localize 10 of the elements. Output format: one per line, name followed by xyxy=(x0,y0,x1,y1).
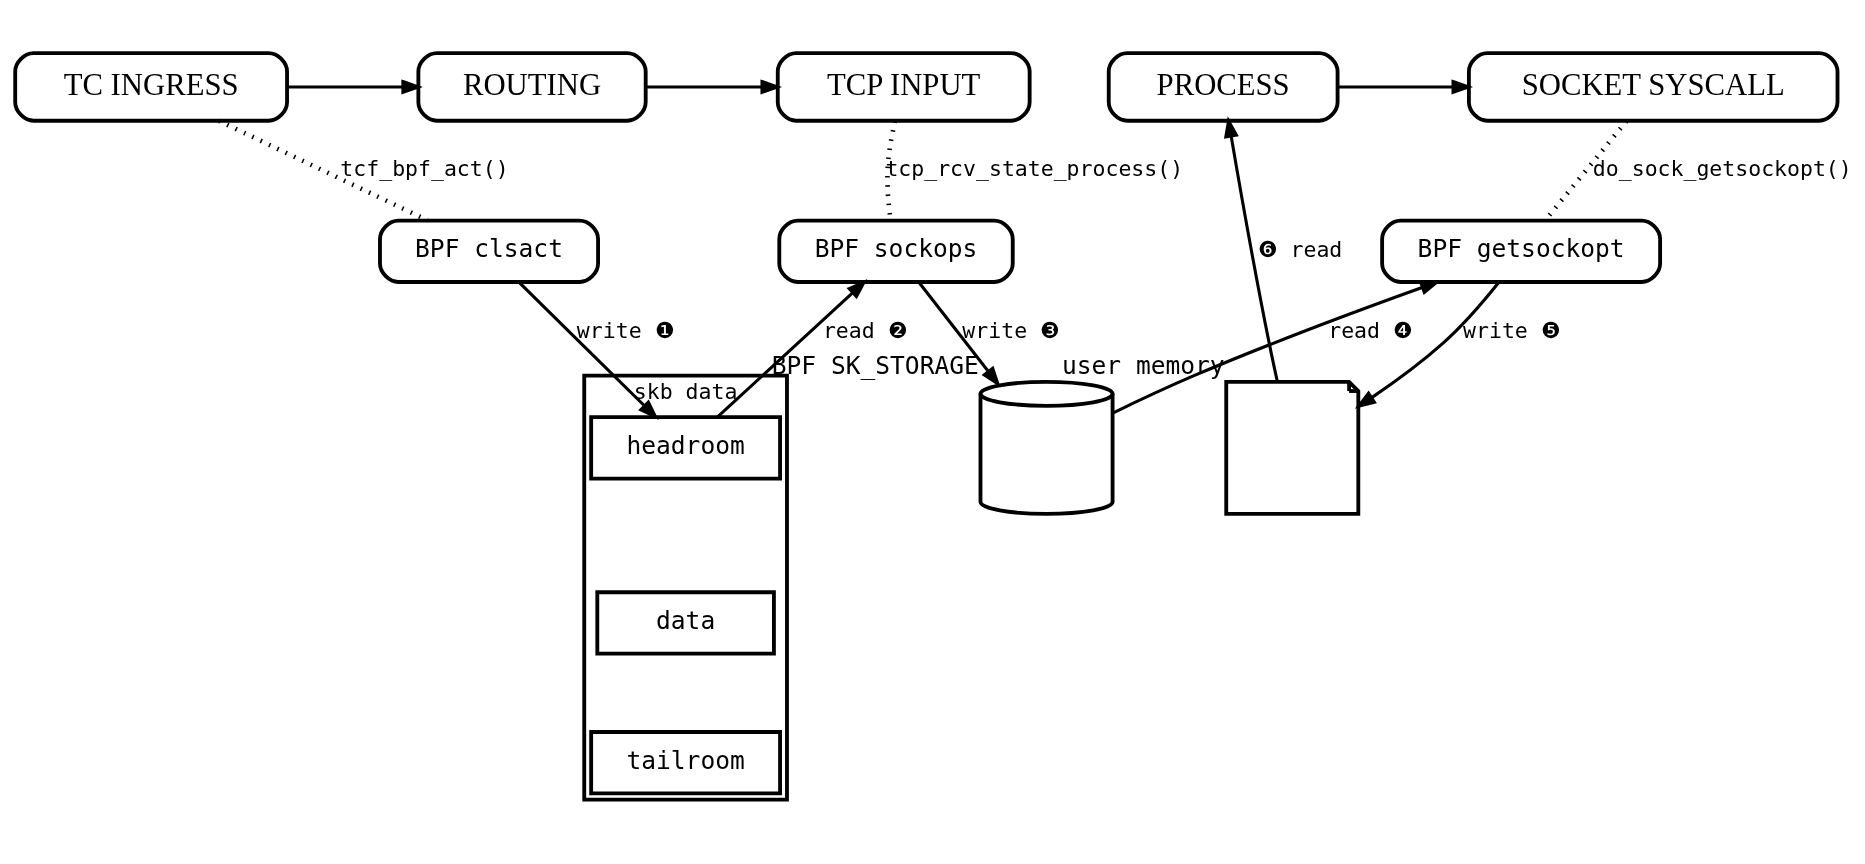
edge-label: write ❺ xyxy=(1463,317,1561,343)
edge-label: tcp_rcv_state_process() xyxy=(885,155,1184,181)
edge-label: tcf_bpf_act() xyxy=(340,155,509,181)
edge-label: write ❸ xyxy=(962,317,1061,343)
edge-label: write ❶ xyxy=(576,317,675,343)
edge-label: read ❷ xyxy=(822,317,908,343)
edge-label: read ❹ xyxy=(1328,317,1413,343)
edge-label: do_sock_getsockopt() xyxy=(1592,155,1852,181)
node-label: user memory xyxy=(1061,350,1225,380)
edge-label: ❻ read xyxy=(1257,236,1343,262)
